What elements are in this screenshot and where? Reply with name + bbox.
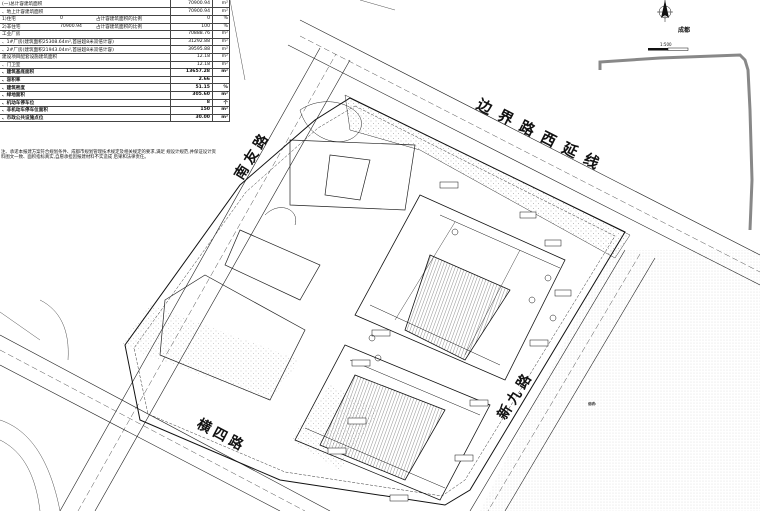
table-row-unit: m² <box>221 69 228 75</box>
factory-1 <box>354 194 566 381</box>
compass-label: 成都 <box>678 27 691 34</box>
table-row-value: 30.00 <box>195 115 210 120</box>
table-row-unit: m² <box>221 1 228 6</box>
table-row-value: 51.15 <box>195 84 210 90</box>
table-row-label: 、2#厂房(建筑面积21943.04m²,首层超8米双倍计容) <box>2 47 114 53</box>
table-row-label: 、建筑密度 <box>2 85 25 91</box>
table-row-unit: m² <box>221 31 228 37</box>
table-row-value: 150 <box>200 107 210 113</box>
table-row-unit: 个 <box>223 100 228 106</box>
table-column-divider <box>170 0 171 122</box>
table-row-label: 建设项目配套设施建筑面积 <box>2 55 58 61</box>
table-row-unit: % <box>223 23 228 29</box>
table-row-value: 39595.88 <box>188 46 210 52</box>
table-row-unit: m² <box>221 39 228 44</box>
table-column-divider <box>229 0 230 122</box>
table-row: 、机动车停车位 8 个 <box>0 99 230 108</box>
table-row-left-value: 0 <box>60 16 63 22</box>
table-row: 、市政公共设施点位 30.00 m² <box>0 114 230 123</box>
scale-label: 1:500 <box>660 42 672 47</box>
table-row: 2)非住宅 占计容建筑面积的比例 70900.94 100% <box>0 23 230 32</box>
table-row: 、非机动车停车位面积 150 m² <box>0 106 230 115</box>
table-row-left-value: 70900.94 <box>60 23 82 29</box>
table-row-unit: % <box>223 16 228 22</box>
table-row-label: 、绿地面积 <box>2 93 25 99</box>
factory-2 <box>294 344 491 501</box>
design-notes: 说明: <box>588 402 756 407</box>
commitment-note: 注、承诺本报建方案符合规划条件、成都市规划管理技术规定及相关规定的要求,满足 规… <box>1 150 216 161</box>
table-row-unit: m² <box>221 8 228 14</box>
table-row: 、绿地面积 305.60 m² <box>0 91 230 100</box>
table-row-value: 8 <box>206 99 210 105</box>
table-row: 建设项目配套设施建筑面积 12.18 m² <box>0 53 230 62</box>
design-notes-title: 说明: <box>588 402 597 406</box>
table-row-value: 0 <box>207 16 210 22</box>
table-row-label: 2)非住宅 <box>2 24 21 30</box>
table-row-label: 、建筑基底面积 <box>2 70 35 76</box>
table-row-unit: m² <box>221 54 228 60</box>
table-row-value: 70888.76 <box>188 31 210 37</box>
table-row-label: 、非机动车停车位面积 <box>2 108 48 114</box>
table-row: 工业厂房 70888.76 m² <box>0 30 230 39</box>
table-row-value: 12.18 <box>196 61 210 67</box>
north-arrow-icon <box>657 0 673 22</box>
table-row-unit: m² <box>221 107 228 113</box>
table-row-value: 12.18 <box>196 54 210 60</box>
table-column-divider <box>212 0 213 122</box>
table-row-mid-label: 占计容建筑面积的比例 <box>96 17 142 23</box>
district-boundary <box>598 53 754 231</box>
table-row-value: 2.66 <box>198 77 210 82</box>
table-row: 、建筑基底面积 13657.28 m² <box>0 68 230 77</box>
table-row-label: 、机动车停车位 <box>2 100 35 106</box>
table-row-unit: m² <box>221 61 228 67</box>
table-row: 、建筑密度 51.15% <box>0 84 230 92</box>
table-row: (一)总计容建筑面积 70900.94 m² <box>0 0 230 9</box>
table-row-label: 1)住宅 <box>2 17 16 23</box>
table-row-value: 31292.88 <box>188 39 210 44</box>
site-boundary <box>124 97 626 506</box>
table-row: 、1#厂房(建筑面积25308.64m²,首层超8米双倍计容) 31292.88 m… <box>0 38 230 47</box>
table-row-unit: % <box>223 84 228 90</box>
table-row-value: 70900.94 <box>188 8 210 14</box>
table-row-label: 、1#厂房(建筑面积25308.64m²,首层超8米双倍计容) <box>2 40 114 45</box>
table-row-unit: m² <box>221 115 228 120</box>
table-row: 1)住宅 占计容建筑面积的比例 0 0% <box>0 15 230 24</box>
table-row: 、门卫室 12.18 m² <box>0 61 230 70</box>
table-row: 、2#厂房(建筑面积21943.04m²,首层超8米双倍计容) 39595.88 m… <box>0 46 230 54</box>
table-row-label: (一)总计容建筑面积 <box>2 2 43 7</box>
table-row-label: 工业厂房 <box>2 32 21 38</box>
table-row-mid-label: 占计容建筑面积的比例 <box>96 24 142 30</box>
table-row-value: 305.60 <box>192 92 210 98</box>
table-row-value: 70900.94 <box>188 1 210 6</box>
table-row-value: 13657.28 <box>185 69 210 75</box>
table-row-label: 、容积率 <box>2 78 21 83</box>
table-row-value: 100 <box>201 23 210 29</box>
table-row-unit: m² <box>221 92 228 98</box>
table-row: 、地上计容建筑面积 70900.94 m² <box>0 8 230 16</box>
table-row: 、容积率 2.66 <box>0 76 230 85</box>
table-row-label: 、市政公共设施点位 <box>2 116 44 121</box>
scale-bar-icon <box>648 47 689 51</box>
table-row-label: 、地上计容建筑面积 <box>2 9 44 15</box>
table-row-unit: m² <box>221 46 228 52</box>
table-row-label: 、门卫室 <box>2 62 21 68</box>
